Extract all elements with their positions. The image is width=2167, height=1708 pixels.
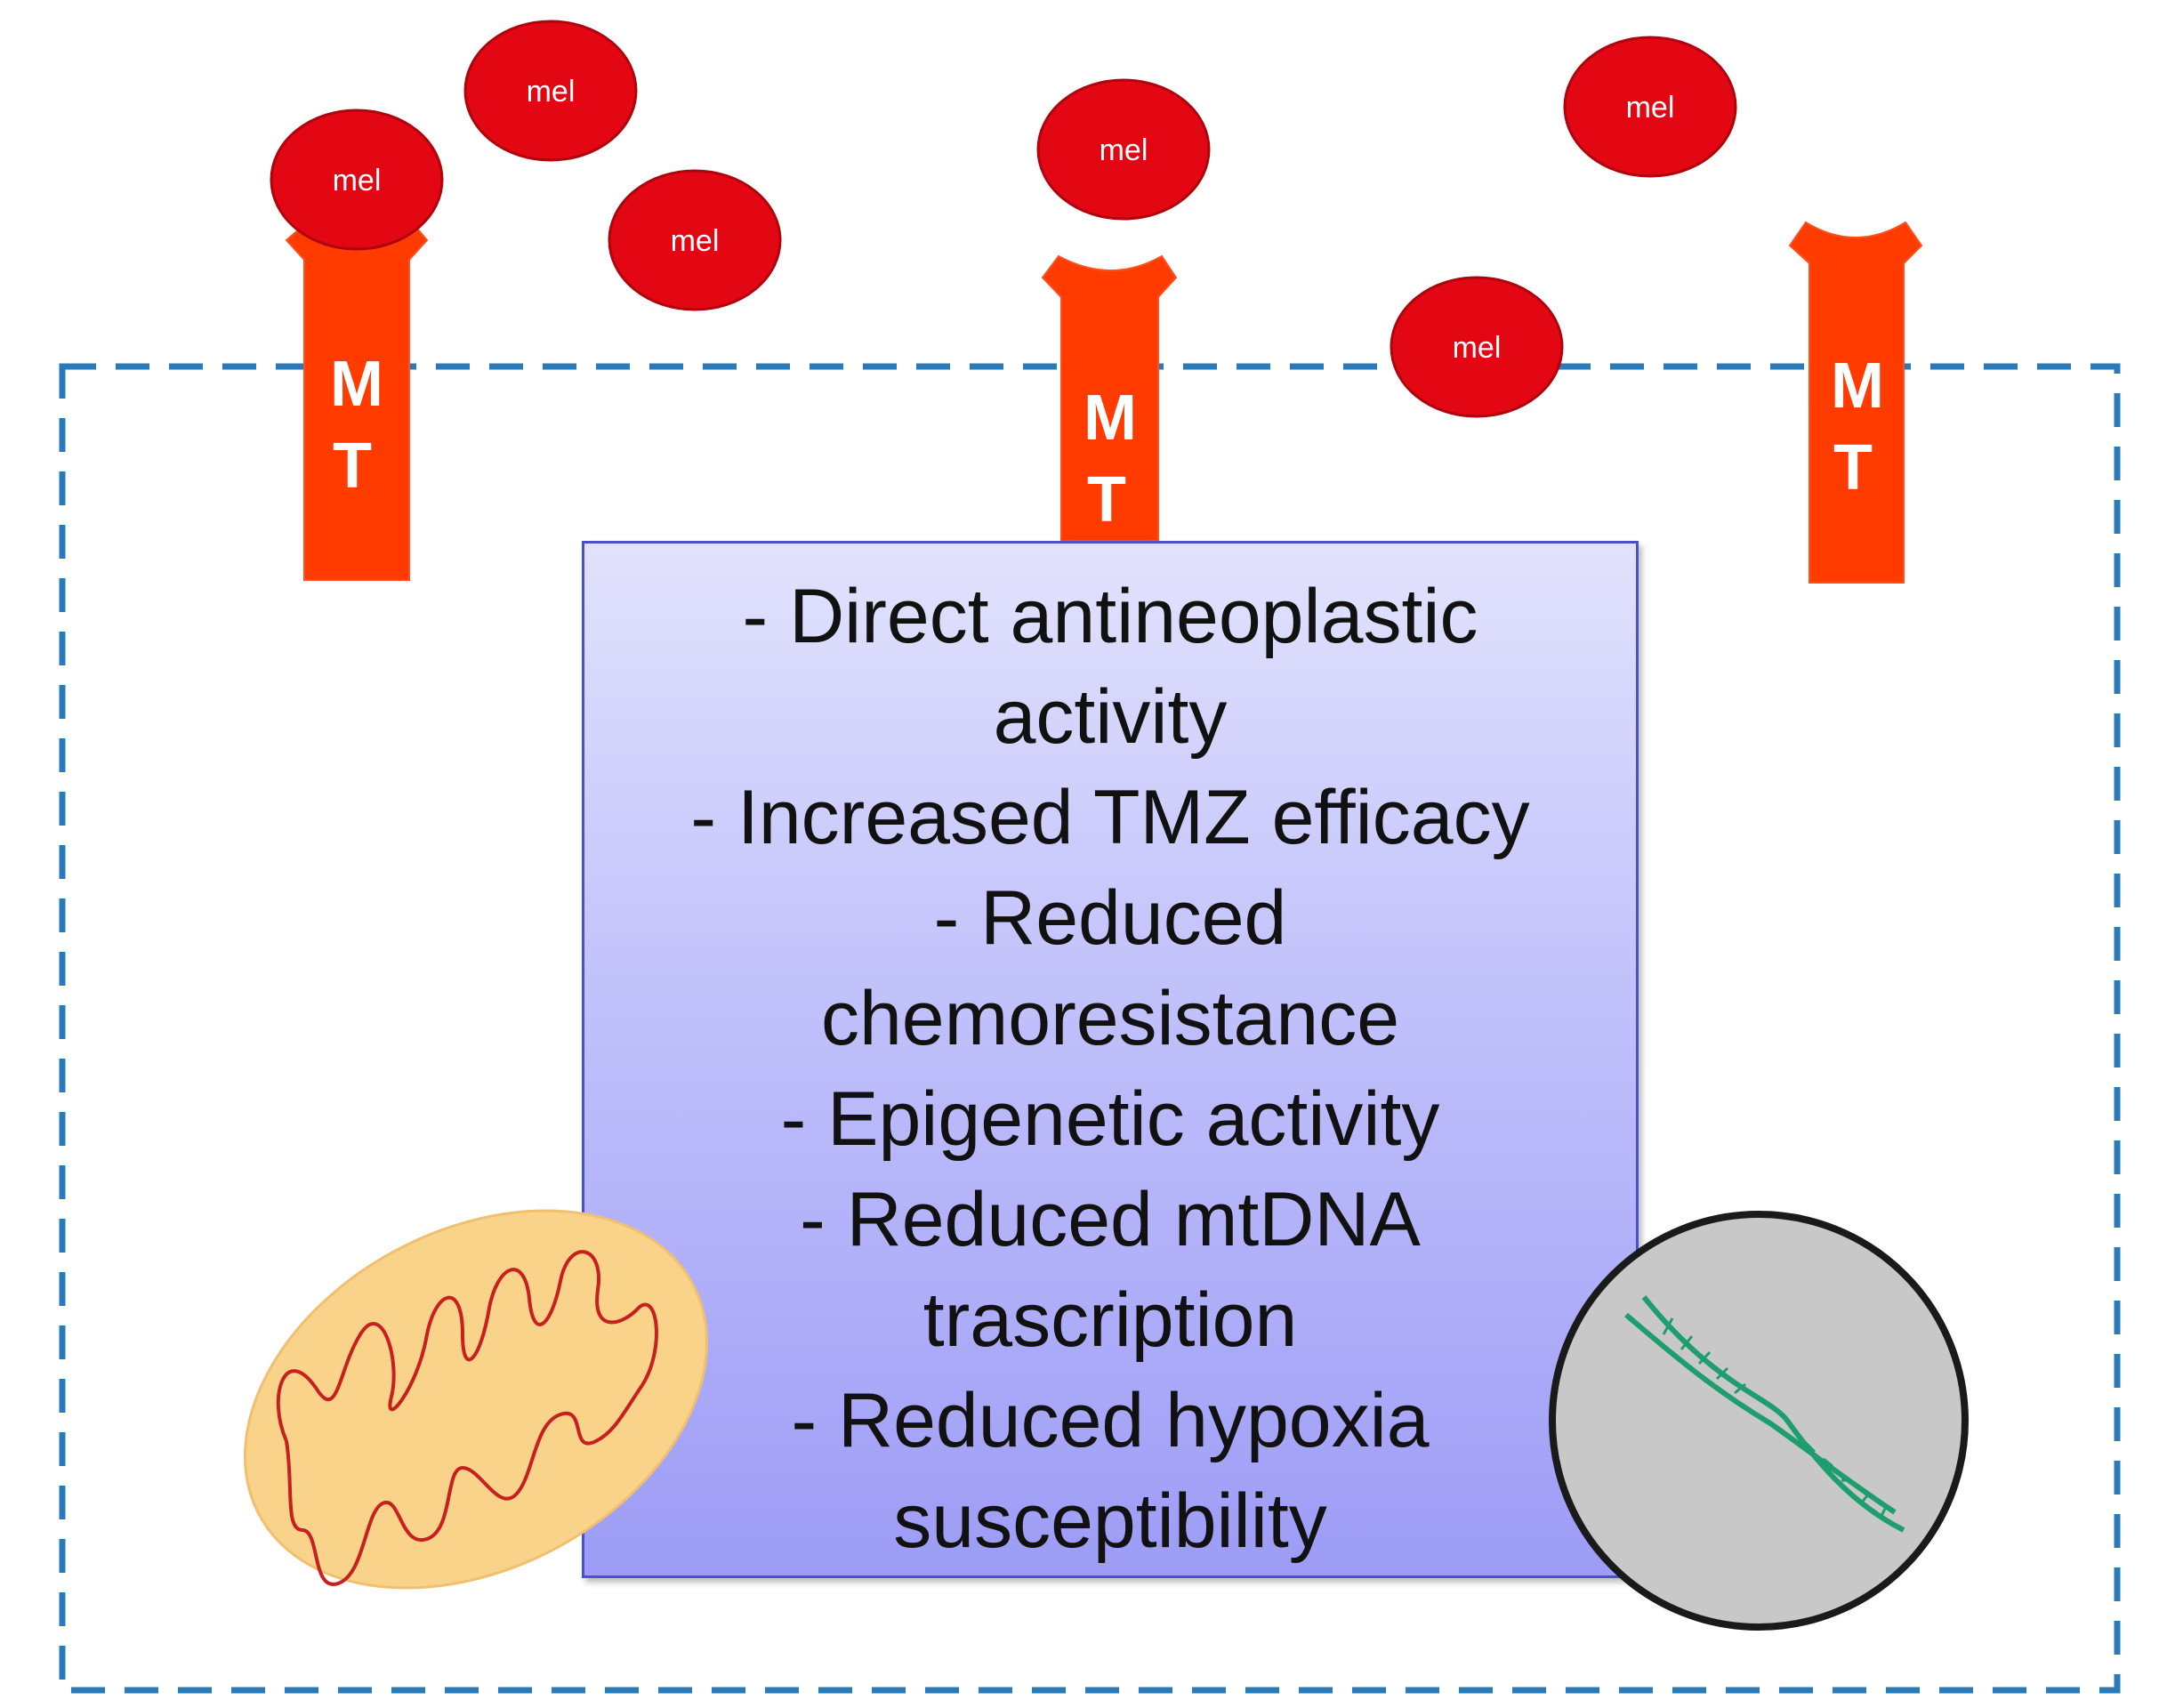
melatonin-molecule: mel (1563, 36, 1737, 178)
melatonin-molecule: mel (463, 20, 638, 162)
dna-icon (1624, 1295, 1905, 1533)
receptor-label-m: M (1831, 350, 1884, 422)
effect-line: - Direct antineoplastic (742, 574, 1478, 659)
mt-receptor-left: M T (285, 228, 429, 581)
receptor-label-t: T (333, 431, 372, 502)
melatonin-molecule: mel (270, 109, 444, 251)
receptor-label-m: M (330, 349, 383, 420)
mt-receptor-right: M T (1788, 221, 1923, 584)
melatonin-molecule: mel (608, 169, 782, 311)
effect-line: activity (993, 674, 1228, 760)
effect-line: - Reduced mtDNA (800, 1177, 1421, 1262)
mitochondrion-cristae (276, 1250, 658, 1586)
nucleus (1549, 1211, 1969, 1631)
melatonin-label: mel (1626, 91, 1675, 125)
melatonin-molecule: mel (1390, 276, 1564, 418)
effect-line: - Reduced hypoxia (791, 1378, 1430, 1463)
melatonin-label: mel (527, 75, 576, 109)
melatonin-label: mel (1453, 331, 1502, 365)
receptor-label-m: M (1084, 383, 1137, 454)
effect-line: chemoresistance (820, 976, 1400, 1061)
mitochondrion (243, 1209, 709, 1590)
effect-line: trascription (922, 1277, 1298, 1363)
receptor-label-t: T (1087, 464, 1126, 536)
receptor-label-t: T (1833, 432, 1873, 504)
melatonin-label: mel (333, 164, 382, 197)
effect-line: - Epigenetic activity (780, 1076, 1440, 1162)
melatonin-label: mel (1100, 133, 1148, 167)
melatonin-label: mel (671, 224, 720, 258)
mt-receptor-center: M T (1041, 254, 1178, 542)
melatonin-molecule: mel (1036, 78, 1211, 221)
effect-line: susceptibility (893, 1478, 1327, 1564)
effects-box: - Direct antineoplastic activity - Incre… (582, 541, 1639, 1578)
effect-line: - Reduced (933, 875, 1287, 961)
effect-line: - Increased TMZ efficacy (690, 775, 1530, 860)
